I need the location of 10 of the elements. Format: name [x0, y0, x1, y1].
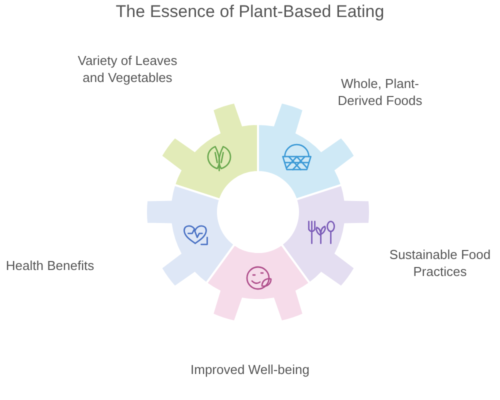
title: The Essence of Plant-Based Eating [114, 2, 386, 22]
gear-segment [205, 243, 311, 323]
segment-label: Whole, Plant-Derived Foods [336, 75, 424, 109]
segment-label: Improved Well-being [190, 361, 310, 378]
gear-segment [144, 184, 236, 288]
gear-segment [280, 184, 372, 288]
segment-label: Variety of Leaves and Vegetables [76, 52, 178, 86]
segment-label: Health Benefits [4, 257, 96, 274]
segment-label: Sustainable Food Practices [388, 246, 492, 280]
gear-segment [160, 101, 259, 201]
